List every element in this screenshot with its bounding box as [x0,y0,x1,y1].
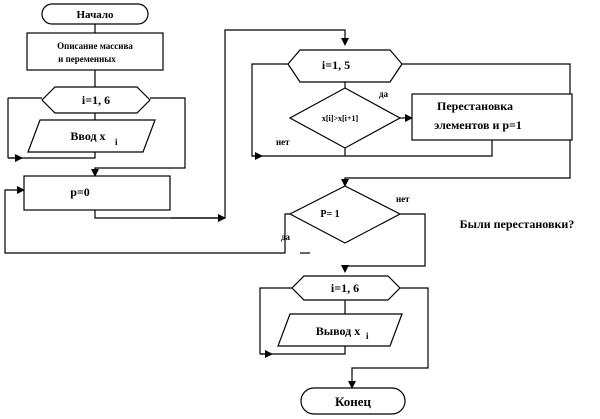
assign-p-label: p=0 [70,185,90,199]
connector-loop1-exit [91,97,186,177]
swap-label-line1: Перестановка [437,99,513,113]
swap-label-line2: элементов и p=1 [434,118,522,132]
connectors [4,24,571,389]
init-label-line2: и переменных [58,54,116,64]
output-label: Вывод x [316,324,361,338]
compare-decision [288,87,402,149]
loop-compare-hexagon [287,49,403,83]
end-label: Конец [335,394,372,409]
loop-compare-label: i=1, 5 [322,58,350,72]
output-parallelogram [277,313,403,347]
connector-swap-return [345,140,493,157]
connector-loop2-left [251,63,345,157]
p-no-label: нет [396,194,410,204]
init-process [26,32,164,71]
connector-input-return [8,152,96,159]
connector-output-return [260,346,346,355]
loop-output-label: i=1, 6 [331,281,359,295]
start-terminator [41,3,149,25]
start-label: Начало [76,9,114,21]
init-label-line1: Описание массива [57,41,133,51]
loop-output-hexagon [291,275,401,301]
p-decision-label: P= 1 [320,209,339,220]
question-annotation: Были перестановки? [460,217,575,231]
connector-p-to-loop2 [94,29,349,219]
connector-p-no [341,213,426,273]
p-yes-label: да [281,232,291,242]
connector-p-yes [4,186,290,254]
output-subscript: i [366,331,369,341]
swap-process [411,93,573,141]
input-subscript: i [115,137,118,147]
p-decision [288,185,402,244]
connector-loop3-exit [348,287,429,389]
compare-no-label: нет [276,137,290,147]
input-parallelogram [27,119,156,153]
end-terminator [300,387,406,415]
input-label: Ввод x [70,129,105,143]
compare-decision-label: x[i]>x[i+1] [322,114,359,123]
loop-input-hexagon [41,86,151,114]
assign-p-process [23,175,171,211]
connector-loop2-exit [341,63,571,187]
connector-loop3-left [259,287,292,354]
loop-input-label: i=1, 6 [82,93,110,107]
compare-yes-label: да [379,89,389,99]
